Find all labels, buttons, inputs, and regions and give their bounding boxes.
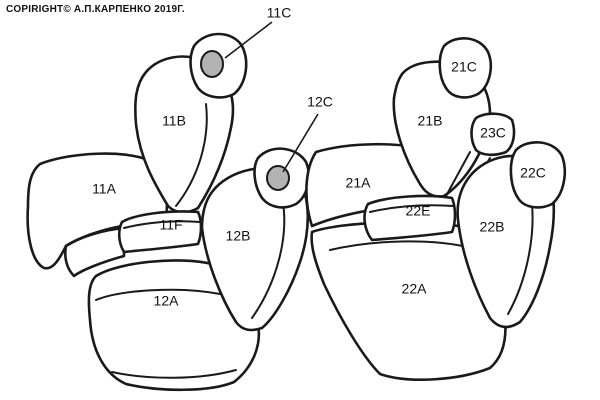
label-22B: 22B	[480, 219, 505, 235]
label-22C: 22C	[520, 165, 546, 181]
seat-23C-headrest	[470, 112, 516, 157]
seat-12A-lower-seam	[111, 369, 237, 379]
seat-22C-headrest	[509, 141, 566, 209]
seat-11A-front-edge	[63, 226, 126, 278]
label-22A: 22A	[402, 281, 428, 297]
leader-line-11C	[224, 21, 273, 59]
seat-22A-seam	[329, 240, 473, 251]
seat-11F-armrest-top	[123, 220, 201, 229]
label-11C: 11C	[267, 5, 292, 21]
seat-12B-side-bolster	[251, 197, 286, 319]
seat-12A-seam	[95, 288, 221, 301]
seat-22E-armrest	[363, 194, 457, 242]
seat-11C-headrest-pad	[200, 50, 224, 78]
label-21C: 21C	[451, 59, 477, 75]
label-11B: 11B	[162, 113, 186, 129]
seat-11B-side-bolster	[175, 103, 208, 207]
leader-line-12C	[282, 113, 319, 173]
label-21A: 21A	[346, 175, 372, 191]
label-22E: 22E	[406, 203, 431, 219]
label-12A: 12A	[154, 293, 180, 309]
seat-22E-armrest-top	[369, 204, 455, 213]
seat-21C-headrest	[438, 37, 492, 99]
seat-12C-headrest-pad	[266, 165, 290, 191]
label-12B: 12B	[226, 228, 251, 244]
label-12C: 12C	[307, 94, 333, 110]
copyright-notice: COPIRIGHT© А.П.КАРПЕНКО 2019Г.	[6, 4, 185, 15]
label-11F: 11F	[159, 217, 182, 233]
label-11A: 11A	[92, 181, 117, 197]
label-21B: 21B	[418, 113, 443, 129]
label-23C: 23C	[480, 125, 506, 141]
